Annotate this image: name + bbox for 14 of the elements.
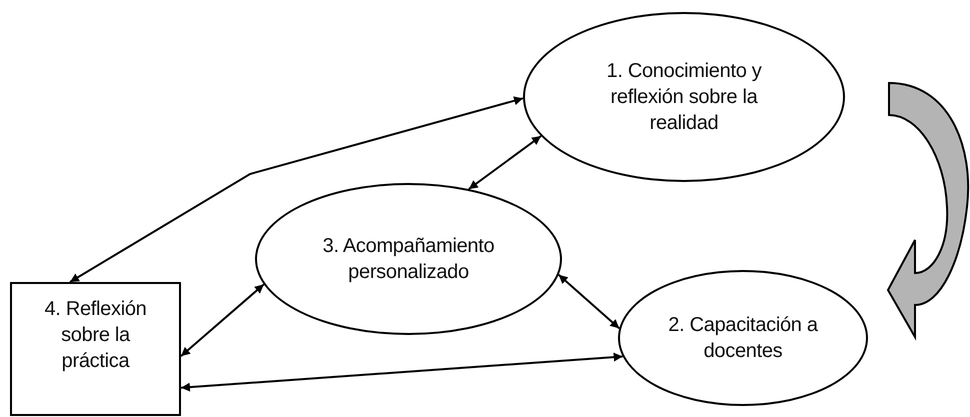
node-label: 4. Reflexión sobre la práctica [43,297,148,374]
ellipse-node [618,270,868,406]
double-arrow [69,96,524,283]
ellipse-node [255,183,562,335]
double-arrow [468,135,542,190]
ellipse-node [523,12,845,182]
double-arrow [180,352,623,392]
curved-block-arrow [887,82,970,338]
double-arrow [558,274,620,330]
node-label: 1. Conocimiento y reflexión sobre la realidad [606,59,762,136]
node-label: 2. Capacitación a docentes [667,313,819,364]
node-label: 3. Acompañamiento personalizado [322,234,496,285]
process-box [10,282,181,416]
double-arrow [180,284,264,357]
